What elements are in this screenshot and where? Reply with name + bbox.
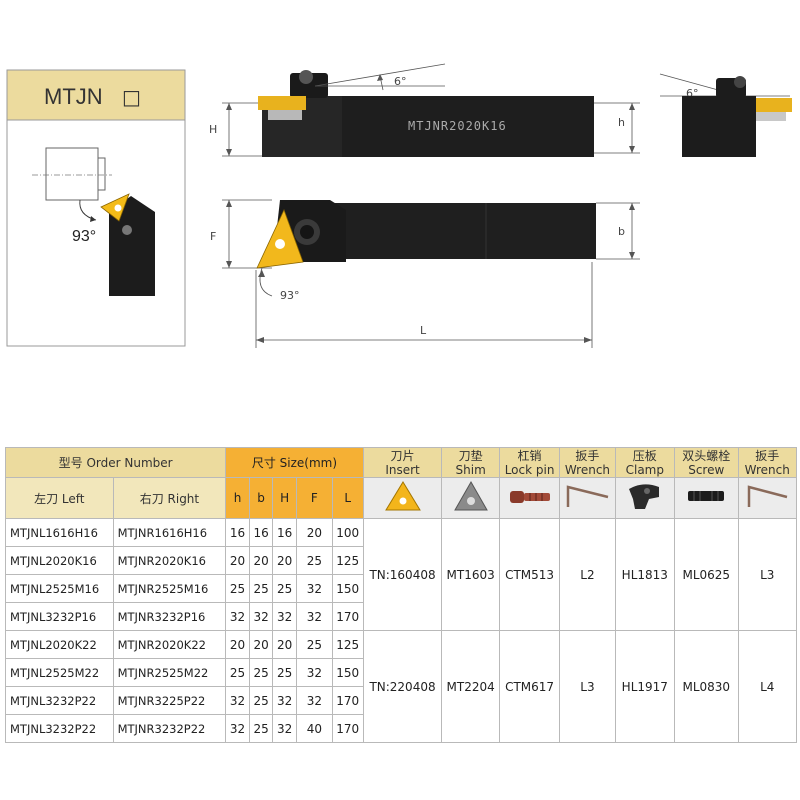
lock-pin-cell: CTM617 <box>498 630 561 743</box>
side-insert <box>258 96 306 110</box>
screw-cell: ML0830 <box>674 630 739 743</box>
insert-icon <box>362 477 443 519</box>
dim-b-label: b <box>618 225 625 238</box>
wrench2-icon <box>737 477 798 519</box>
lock-pin-icon <box>498 477 561 519</box>
dim-F-label: F <box>210 230 216 243</box>
wrench-cell: L2 <box>559 518 616 631</box>
clamp-icon <box>614 477 676 519</box>
right-header: 右刀 Right <box>112 477 227 519</box>
wrench2-cell: L4 <box>737 630 798 743</box>
clamp-cell: HL1917 <box>614 630 676 743</box>
screw-cell: ML0625 <box>674 518 739 631</box>
wrench-icon <box>559 477 616 519</box>
insert-cell: TN:160408 <box>362 518 443 631</box>
dim-top-angle: 6° <box>394 75 407 88</box>
col-F: F <box>295 477 333 519</box>
end-insert <box>756 98 792 112</box>
clamp-cell: HL1813 <box>614 518 676 631</box>
label-title: MTJN <box>44 84 103 109</box>
insert-cell: TN:220408 <box>362 630 443 743</box>
col-b: b <box>248 477 274 519</box>
size-header: 尺寸 Size(mm) <box>225 447 364 478</box>
left-header: 左刀 Left <box>5 477 114 519</box>
order-number-header: 型号 Order Number <box>4 447 227 478</box>
shim-cell: MT1603 <box>441 518 500 631</box>
lock-pin-cell: CTM513 <box>498 518 561 631</box>
wrench-cell: L3 <box>559 630 616 743</box>
shim-icon <box>441 477 500 519</box>
side-view: H MTJNR2020K16 6° h <box>209 63 640 157</box>
end-body <box>682 96 756 157</box>
col-h: h <box>225 477 250 519</box>
workpiece-outline <box>45 147 99 201</box>
col-H: H <box>272 477 297 519</box>
screw-icon <box>674 477 739 519</box>
dim-H-label: H <box>209 123 217 136</box>
wrench2-cell: L3 <box>737 518 798 631</box>
label-square: □ <box>122 85 141 109</box>
label-box: MTJN □ 93° <box>6 69 186 347</box>
shim-cell: MT2204 <box>441 630 500 743</box>
tool-drawing: MTJN □ 93° H MTJNR2020K16 6° <box>6 63 792 348</box>
col-L: L <box>331 477 364 519</box>
dim-front-angle: 93° <box>280 289 300 302</box>
dim-L-label: L <box>420 324 427 337</box>
top-view: F b 93° L <box>210 199 640 348</box>
holder-marking: MTJNR2020K16 <box>408 119 507 133</box>
dim-h-label: h <box>618 116 625 129</box>
end-view: 6° <box>659 73 792 157</box>
top-shank <box>320 203 596 259</box>
mini-angle: 93° <box>72 228 96 245</box>
